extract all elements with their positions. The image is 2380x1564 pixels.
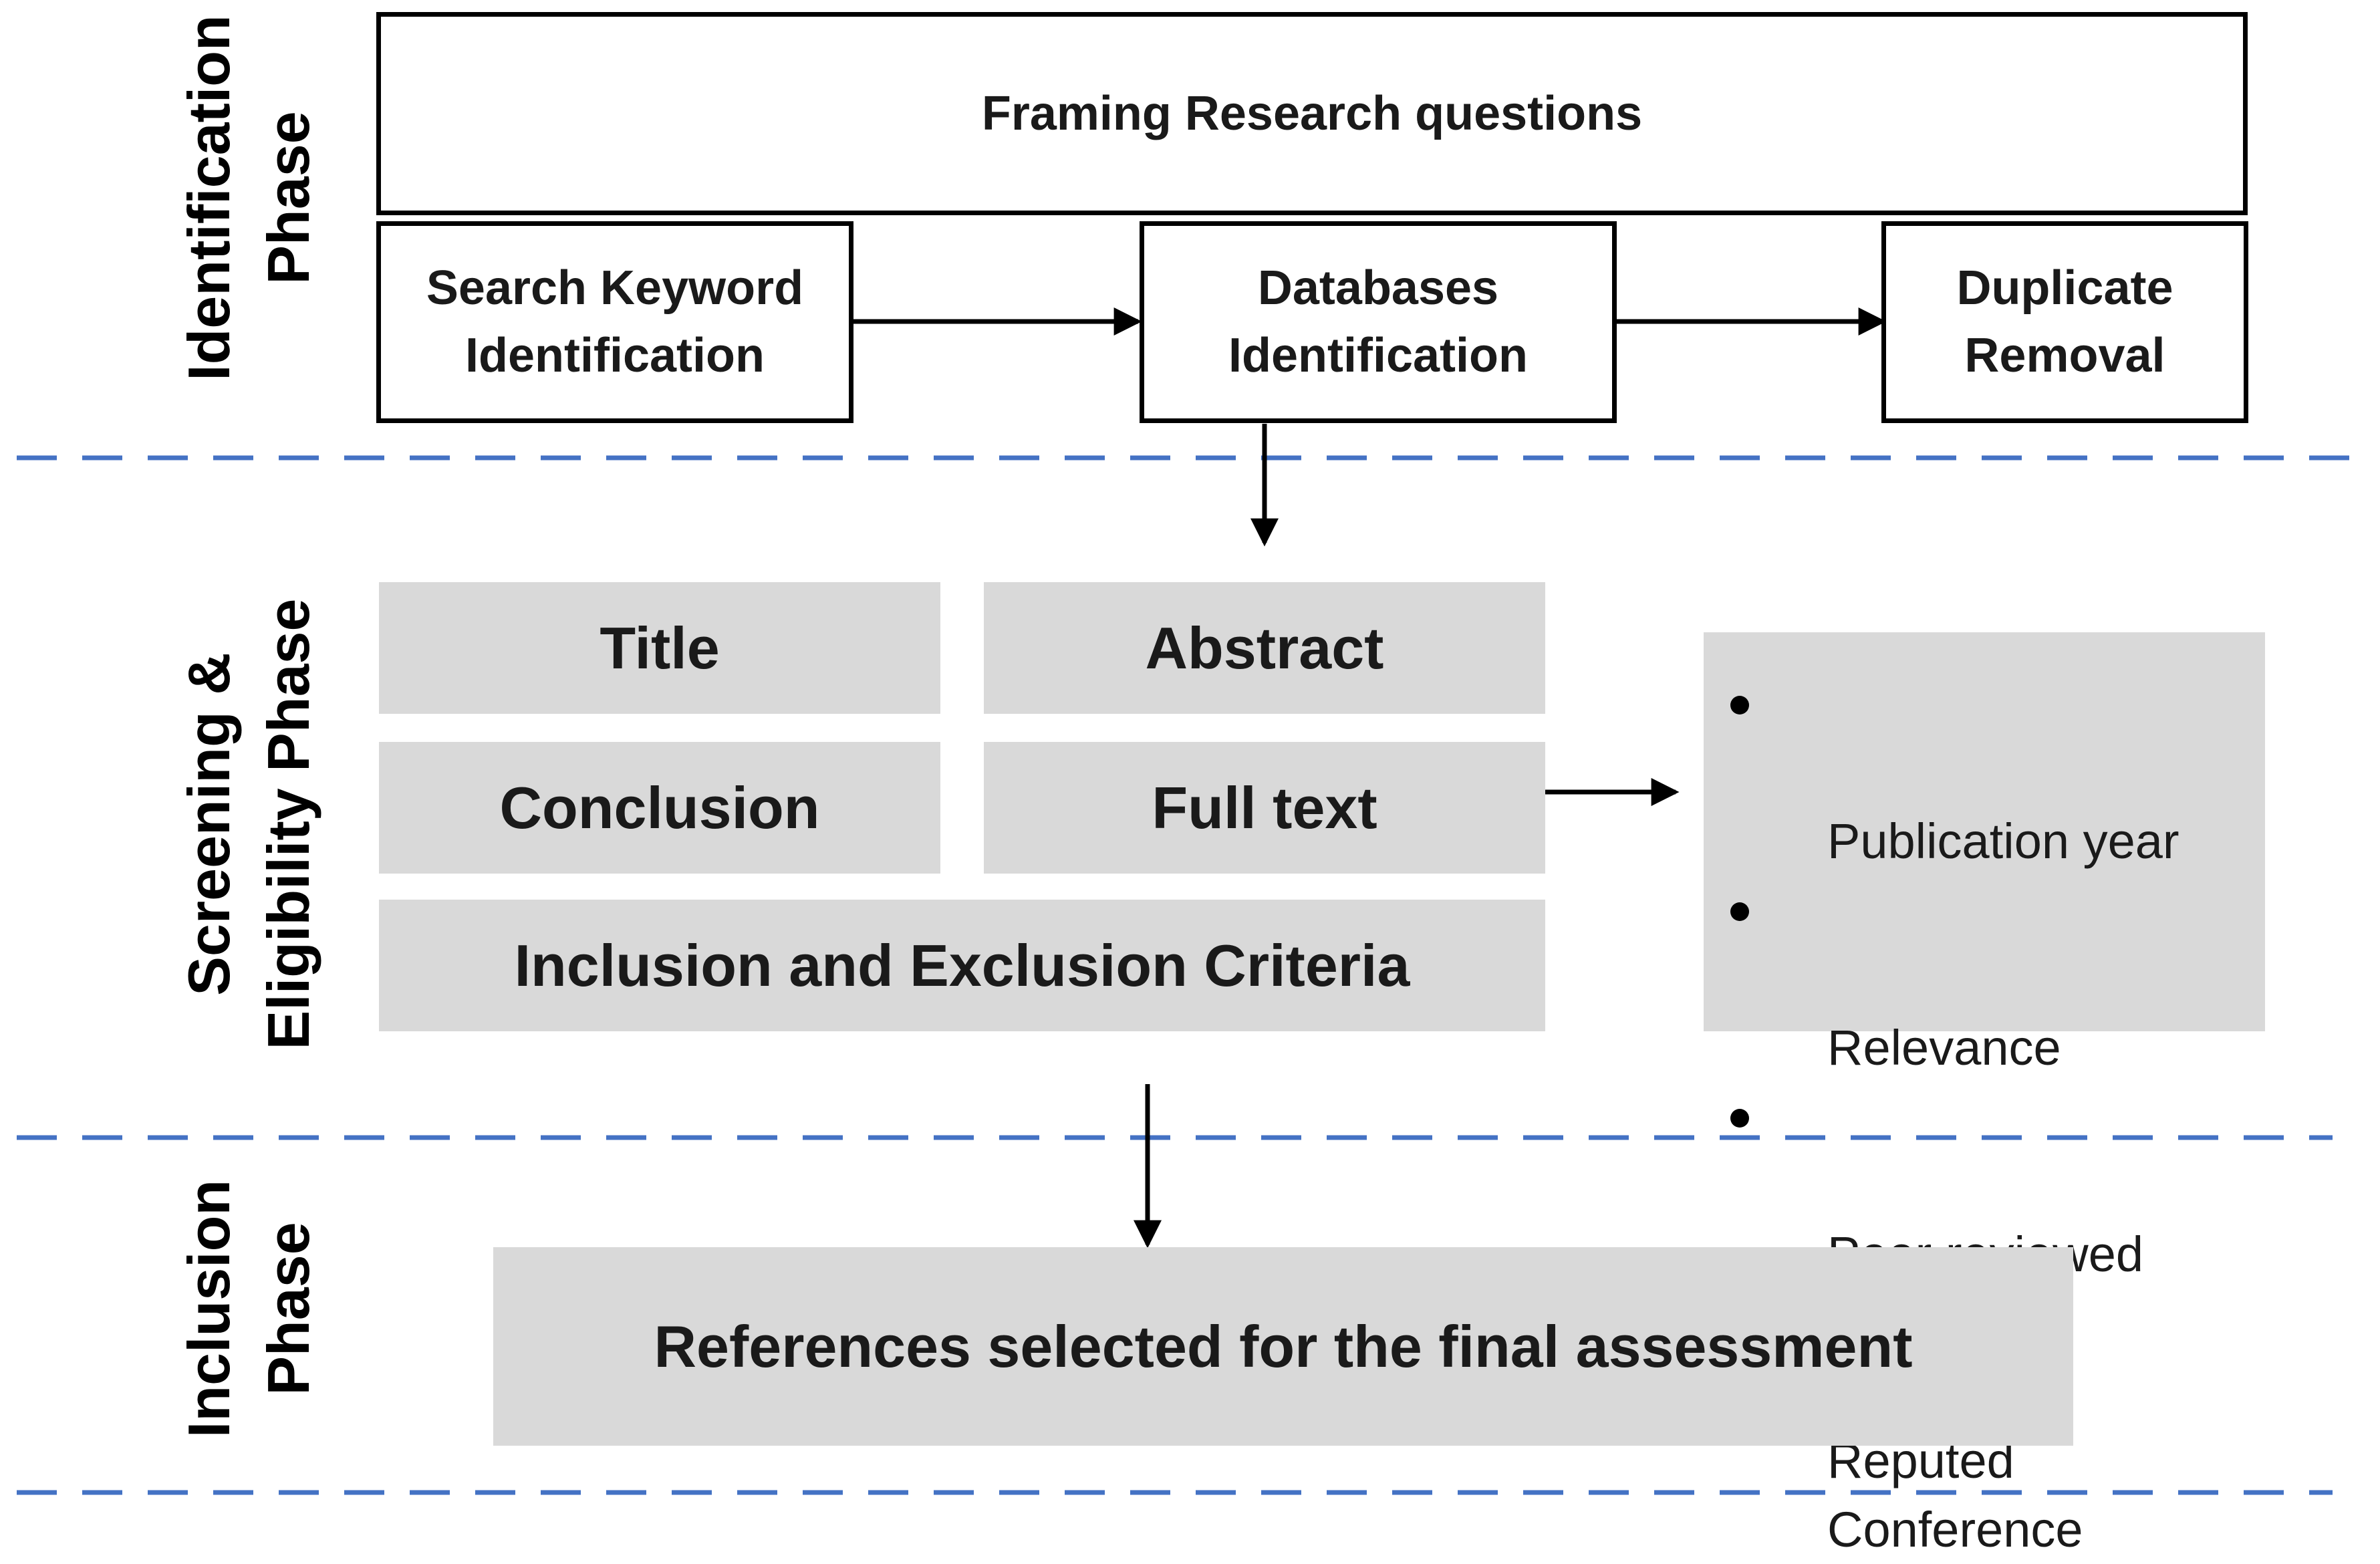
bullet-icon (1730, 696, 1749, 714)
search-keyword-identification-box: Search Keyword Identification (376, 221, 853, 423)
phase-label-inclusion: Inclusion Phase (176, 1179, 321, 1438)
criteria-list-box: Publication year Relevance Peer reviewed… (1704, 632, 2265, 1557)
conclusion-screening-box: Conclusion (379, 742, 940, 874)
criteria-item-label: Reputed Conference (1827, 1433, 2083, 1557)
phase-label-identification: Identification Phase (176, 15, 321, 381)
databases-identification-box: Databases Identification (1140, 221, 1617, 423)
bullet-icon (1730, 902, 1749, 921)
diagram-connectors (17, 307, 2369, 1495)
phase-label-screening: Screening & Eligibility Phase (176, 598, 321, 1050)
criteria-item-label: Relevance (1827, 1020, 2061, 1075)
references-selected-box: References selected for the final assess… (493, 1247, 2073, 1446)
bullet-icon (1730, 1109, 1749, 1128)
criteria-item-relevance: Relevance (1704, 876, 2265, 1082)
duplicate-removal-box: Duplicate Removal (1881, 221, 2248, 423)
criteria-item-publication-year: Publication year (1704, 669, 2265, 876)
inclusion-exclusion-criteria-box: Inclusion and Exclusion Criteria (379, 900, 1545, 1031)
full-text-screening-box: Full text (984, 742, 1545, 874)
framing-research-questions-box: Framing Research questions (376, 12, 2248, 215)
abstract-screening-box: Abstract (984, 582, 1545, 714)
criteria-item-label: Publication year (1827, 813, 2179, 869)
title-screening-box: Title (379, 582, 940, 714)
